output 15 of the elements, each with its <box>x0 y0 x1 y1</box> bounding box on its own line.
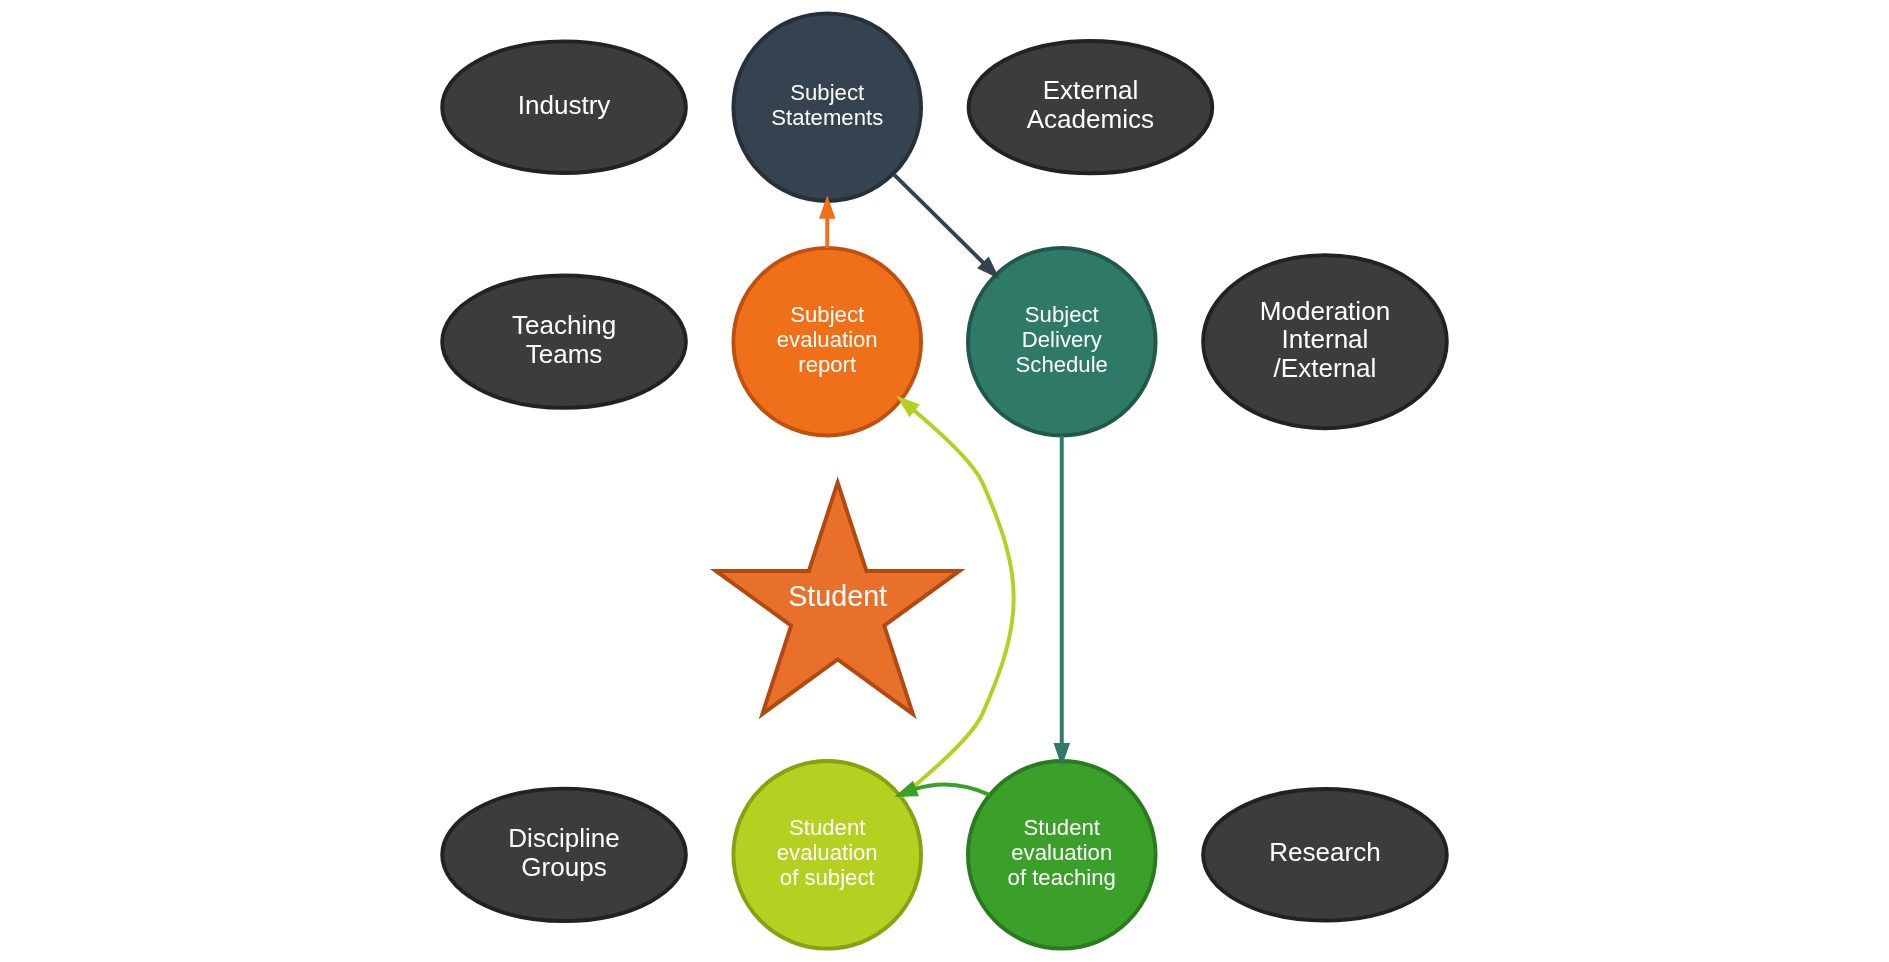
node-ellipse: Discipline Groups <box>440 786 688 924</box>
node-circle: Subject Delivery Schedule <box>966 245 1158 438</box>
node-ellipse: Moderation Internal /External <box>1201 253 1449 431</box>
arrow <box>896 395 1016 799</box>
arrow <box>894 780 991 797</box>
arrow <box>819 195 836 248</box>
arrow <box>1053 436 1070 767</box>
node-ellipse: Teaching Teams <box>440 273 688 410</box>
node-circle: Subject Statements <box>731 11 923 203</box>
arrow <box>892 172 1000 279</box>
node-ellipse: Industry <box>440 39 688 175</box>
node-circle: Student evaluation of teaching <box>966 759 1158 951</box>
node-circle: Student evaluation of subject <box>731 759 923 951</box>
node-ellipse: External Academics <box>966 38 1215 176</box>
node-ellipse: Research <box>1201 787 1449 923</box>
